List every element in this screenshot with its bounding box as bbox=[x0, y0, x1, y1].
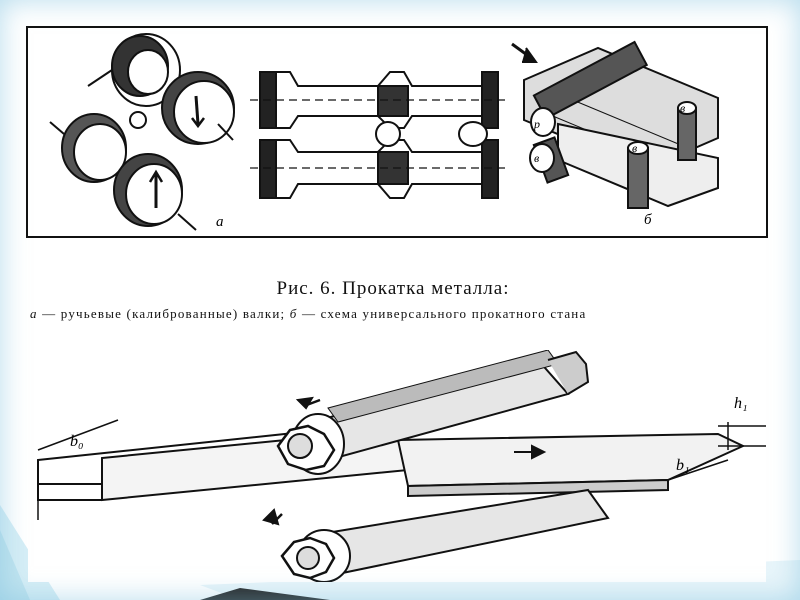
universal-mill-illustration bbox=[511, 40, 719, 209]
dimension-b1: b₁ bbox=[676, 457, 690, 474]
dimension-h1: h₁ bbox=[734, 395, 748, 412]
dimension-lines bbox=[37, 419, 766, 520]
figure-rolls-panel: а bbox=[26, 26, 768, 238]
figure-label-a: а bbox=[216, 214, 224, 230]
rolling-process-panel: b₀ b₁ h₁ bbox=[28, 349, 766, 583]
caption-label-a: а bbox=[30, 306, 38, 321]
grooved-rolls-illustration bbox=[49, 33, 235, 231]
rolling-process-diagram: b₀ b₁ h₁ bbox=[37, 349, 766, 583]
caption-title: Рис. 6. Прокатка металла: bbox=[276, 278, 510, 299]
roll-label-v-right: в bbox=[680, 101, 685, 115]
figure-label-b: б bbox=[644, 212, 652, 228]
figure-caption: Рис. 6. Прокатка металла: а — ручьевые (… bbox=[22, 238, 764, 350]
caption-desc-b: — схема универсального прокатного стана bbox=[297, 306, 587, 321]
rolls-diagram: а bbox=[49, 33, 719, 231]
top-roll bbox=[276, 349, 590, 475]
roll-label-v-left: в bbox=[534, 151, 539, 165]
caption-description: а — ручьевые (калиброванные) валки; б — … bbox=[30, 306, 764, 322]
dimension-b0: b₀ bbox=[70, 433, 84, 450]
roll-pass-sections bbox=[250, 71, 508, 199]
caption-label-b: б bbox=[289, 306, 298, 321]
roll-label-v-bottom: в bbox=[632, 141, 637, 155]
roll-label-r: р bbox=[533, 117, 540, 131]
outgoing-strip bbox=[396, 432, 746, 488]
caption-desc-a: — ручьевые (калиброванные) валки; bbox=[37, 306, 290, 321]
bottom-roll bbox=[262, 488, 610, 583]
